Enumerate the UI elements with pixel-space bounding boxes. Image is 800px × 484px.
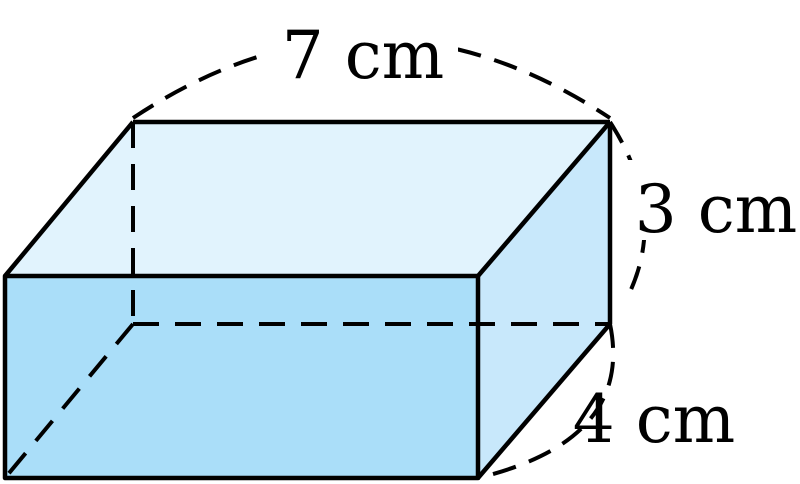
hidden-edges (3, 122, 610, 480)
height-label: 3 cm (635, 171, 798, 248)
hidden-edge-left-depth (3, 322, 135, 480)
length-label: 7 cm (282, 17, 445, 94)
length-dimension-arc (131, 37, 612, 120)
edge-top-left-depth (3, 120, 135, 278)
edge-top-right-depth (476, 120, 612, 278)
depth-dimension-arc (477, 323, 616, 480)
edge-bottom-right-depth (476, 322, 612, 480)
length-label-bg (268, 8, 458, 86)
top-face (5, 122, 610, 276)
depth-label: 4 cm (573, 381, 736, 458)
visible-edges (2, 119, 613, 481)
front-face-outline (2, 273, 481, 481)
front-face (5, 276, 478, 478)
height-label-bg (628, 160, 800, 240)
side-face (478, 122, 610, 478)
